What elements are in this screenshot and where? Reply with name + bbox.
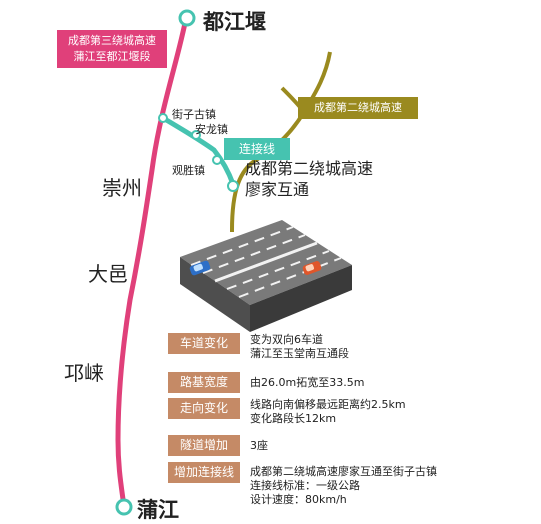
detail-text: 线路向南偏移最远距离约2.5km xyxy=(250,398,406,411)
city-dujiangyan: 都江堰 xyxy=(203,10,266,34)
dujiangyan-marker xyxy=(178,9,196,27)
pujiang-marker xyxy=(115,498,133,516)
detail-tag: 隧道增加 xyxy=(168,435,240,456)
jiezi-station-dot xyxy=(158,113,168,123)
route-line xyxy=(115,15,189,510)
guansheng-station-dot xyxy=(212,155,222,165)
interchange-line1: 成都第二绕城高速 xyxy=(245,159,374,178)
detail-text: 连接线标准：一级公路 xyxy=(250,479,360,492)
detail-tag: 车道变化 xyxy=(168,333,240,354)
blue-car-icon xyxy=(189,260,211,276)
connector-label-box: 连接线 xyxy=(224,138,290,160)
interchange-line2: 廖家互通 xyxy=(245,180,310,199)
detail-text: 由26.0m拓宽至33.5m xyxy=(250,376,365,389)
detail-tag: 走向变化 xyxy=(168,398,240,419)
detail-text: 设计速度：80km/h xyxy=(250,493,347,506)
detail-text: 3座 xyxy=(250,439,268,452)
connector-line xyxy=(160,115,236,187)
interchange-label: 成都第二绕城高速 廖家互通 xyxy=(245,158,373,200)
city-pujiang: 蒲江 xyxy=(137,498,179,522)
road-illustration xyxy=(180,220,352,332)
detail-tag: 路基宽度 xyxy=(168,372,240,393)
liaojia-interchange-dot xyxy=(227,180,239,192)
detail-text: 蒲江至玉堂南互通段 xyxy=(250,347,349,360)
detail-tag: 增加连接线 xyxy=(168,462,240,483)
station-jiezi-label: 街子古镇 xyxy=(172,108,216,121)
detail-text: 变为双向6车道 xyxy=(250,333,323,346)
red-car-icon xyxy=(302,261,322,275)
place-dayi: 大邑 xyxy=(88,262,128,286)
place-chongzhou: 崇州 xyxy=(102,176,142,200)
anlong-station-dot xyxy=(191,130,201,140)
route-label-line1: 成都第三绕城高速 xyxy=(68,34,156,47)
route-label-line2: 蒲江至都江堰段 xyxy=(73,50,151,63)
place-qionglai: 邛崃 xyxy=(64,361,104,385)
detail-text: 变化路段长12km xyxy=(250,412,337,425)
station-guansheng-label: 观胜镇 xyxy=(172,164,205,177)
route-label-box: 成都第三绕城高速 蒲江至都江堰段 xyxy=(57,30,167,68)
station-anlong-label: 安龙镇 xyxy=(195,123,228,136)
detail-text: 成都第二绕城高速廖家互通至街子古镇 xyxy=(250,465,437,478)
ring2-label-box: 成都第二绕城高速 xyxy=(298,97,418,119)
